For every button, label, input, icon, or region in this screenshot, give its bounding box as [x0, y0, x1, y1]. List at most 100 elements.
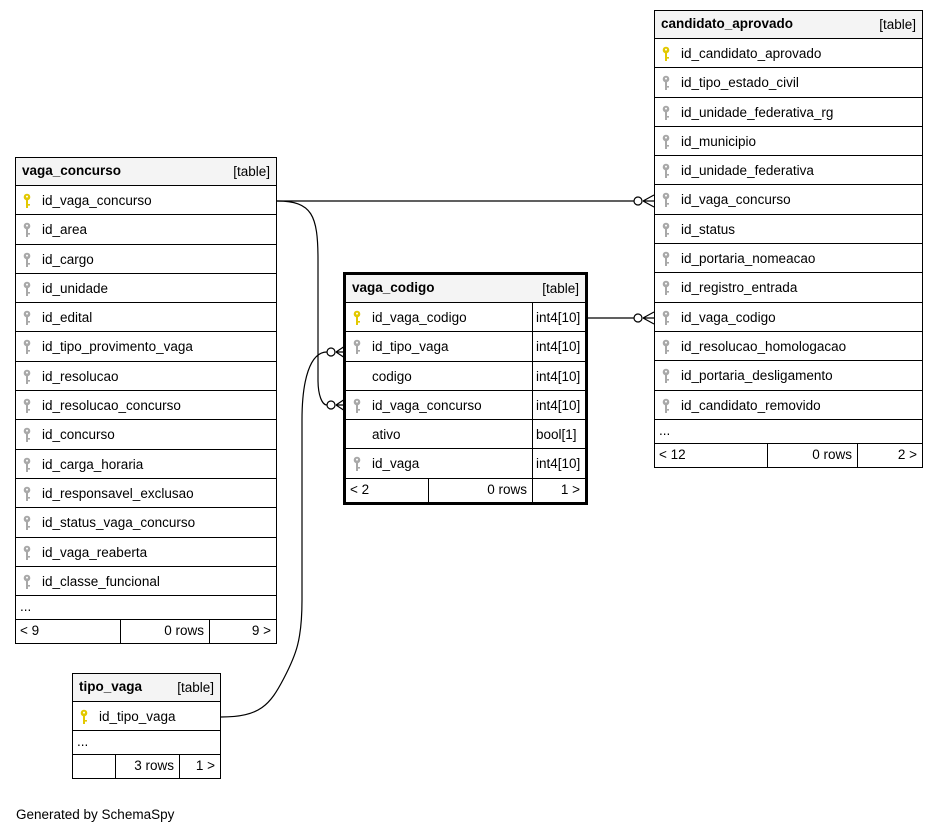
children-count[interactable]: 9 >	[209, 620, 276, 644]
foreign-key-icon	[661, 75, 671, 91]
parents-count[interactable]: < 12	[659, 446, 686, 462]
column-name: id_carga_horaria	[42, 456, 144, 472]
table-footer: < 9 0 rows 9 >	[16, 620, 276, 644]
column-row[interactable]: id_area	[16, 215, 276, 245]
foreign-key-icon	[22, 427, 32, 443]
table-header: vaga_concurso [table]	[16, 158, 276, 186]
column-name: id_resolucao_homologacao	[681, 338, 847, 354]
foreign-key-icon	[352, 339, 362, 355]
column-name: ativo	[372, 427, 401, 443]
column-row[interactable]: id_responsavel_exclusao	[16, 479, 276, 509]
column-name: id_tipo_provimento_vaga	[42, 339, 193, 355]
column-row[interactable]: id_vaga_concurso	[16, 186, 276, 216]
column-name: codigo	[372, 368, 412, 384]
foreign-key-icon	[22, 281, 32, 297]
foreign-key-icon	[22, 369, 32, 385]
column-row[interactable]: id_candidato_aprovado	[655, 39, 922, 69]
column-name: id_vaga_codigo	[372, 310, 467, 325]
crowfoot-zero-marker	[326, 347, 336, 357]
parents-count[interactable]: < 2	[350, 481, 370, 497]
column-row[interactable]: id_tipo_vaga	[73, 702, 220, 732]
column-name: id_unidade_federativa_rg	[681, 104, 834, 120]
column-name: id_resolucao_concurso	[42, 398, 181, 414]
table-name: tipo_vaga	[79, 679, 143, 694]
crowfoot-many-marker	[642, 194, 655, 208]
column-name: id_portaria_nomeacao	[681, 251, 816, 267]
column-name: id_portaria_desligamento	[681, 368, 833, 384]
column-row[interactable]: id_portaria_desligamento	[655, 361, 922, 391]
table-tipo-vaga[interactable]: tipo_vaga [table] id_tipo_vaga ... 3 row…	[72, 673, 221, 780]
column-row[interactable]: id_resolucao	[16, 362, 276, 392]
foreign-key-icon	[22, 398, 32, 414]
table-name: vaga_codigo	[352, 280, 435, 295]
column-type: bool[1]	[532, 420, 585, 449]
parents-count[interactable]: < 9	[20, 623, 40, 639]
column-list: id_candidato_aprovado id_tipo_estado_civi…	[655, 39, 922, 420]
table-footer: < 12 0 rows 2 >	[655, 443, 922, 467]
column-list: id_tipo_vaga	[73, 702, 220, 732]
column-row[interactable]: ativo bool[1]	[346, 420, 585, 450]
column-row[interactable]: id_registro_entrada	[655, 273, 922, 303]
column-row[interactable]: id_unidade_federativa	[655, 156, 922, 186]
primary-key-icon	[79, 709, 89, 725]
foreign-key-icon	[661, 163, 671, 179]
foreign-key-icon	[661, 339, 671, 355]
column-row[interactable]: id_unidade	[16, 274, 276, 304]
table-candidato-aprovado[interactable]: candidato_aprovado [table] id_candidato_…	[654, 10, 923, 468]
column-row[interactable]: id_vaga_reaberta	[16, 538, 276, 567]
foreign-key-icon	[661, 280, 671, 296]
column-row[interactable]: id_municipio	[655, 127, 922, 157]
column-row[interactable]: id_status_vaga_concurso	[16, 508, 276, 538]
column-row[interactable]: id_tipo_provimento_vaga	[16, 332, 276, 362]
column-row[interactable]: id_cargo	[16, 245, 276, 274]
parents-count[interactable]	[73, 755, 115, 778]
column-row[interactable]: id_unidade_federativa_rg	[655, 98, 922, 127]
row-count: 0 rows	[120, 620, 209, 644]
column-row[interactable]: id_carga_horaria	[16, 450, 276, 479]
foreign-key-icon	[22, 339, 32, 355]
column-name: id_concurso	[42, 427, 115, 443]
foreign-key-icon	[661, 222, 671, 238]
relation-vaga-concurso-to-vaga-codigo	[276, 200, 328, 406]
foreign-key-icon	[661, 251, 671, 267]
table-header: vaga_codigo [table]	[346, 275, 585, 303]
column-row[interactable]: id_resolucao_concurso	[16, 391, 276, 421]
table-kind: [table]	[542, 281, 579, 296]
column-row[interactable]: id_concurso	[16, 420, 276, 450]
column-name: id_unidade_federativa	[681, 163, 814, 179]
children-count[interactable]: 1 >	[532, 478, 585, 502]
column-row[interactable]: id_resolucao_homologacao	[655, 332, 922, 362]
column-row[interactable]: id_candidato_removido	[655, 391, 922, 420]
column-row[interactable]: id_classe_funcional	[16, 567, 276, 597]
column-name: id_vaga_codigo	[681, 309, 776, 325]
row-count: 0 rows	[767, 443, 857, 467]
column-row[interactable]: id_tipo_estado_civil	[655, 68, 922, 98]
column-name: id_area	[42, 222, 88, 238]
column-name: id_classe_funcional	[42, 573, 160, 589]
children-count[interactable]: 1 >	[179, 755, 220, 779]
crowfoot-zero-marker	[633, 313, 643, 323]
column-type: int4[10]	[532, 361, 585, 390]
column-row[interactable]: id_vaga_concurso	[655, 185, 922, 215]
foreign-key-icon	[22, 457, 32, 473]
column-row[interactable]: codigo int4[10]	[346, 361, 585, 391]
column-row[interactable]: id_portaria_nomeacao	[655, 244, 922, 274]
crowfoot-many-marker	[642, 311, 655, 325]
foreign-key-icon	[661, 134, 671, 150]
table-footer: < 2 0 rows 1 >	[346, 478, 585, 502]
column-name: id_tipo_estado_civil	[681, 75, 799, 91]
children-count[interactable]: 2 >	[857, 443, 922, 467]
column-name: id_cargo	[42, 251, 94, 267]
column-row[interactable]: id_vaga_codigo	[655, 303, 922, 332]
column-name: id_unidade	[42, 280, 109, 296]
column-row[interactable]: id_edital	[16, 303, 276, 333]
foreign-key-icon	[661, 192, 671, 208]
column-name: id_vaga_concurso	[42, 193, 152, 208]
column-row[interactable]: id_status	[655, 215, 922, 245]
